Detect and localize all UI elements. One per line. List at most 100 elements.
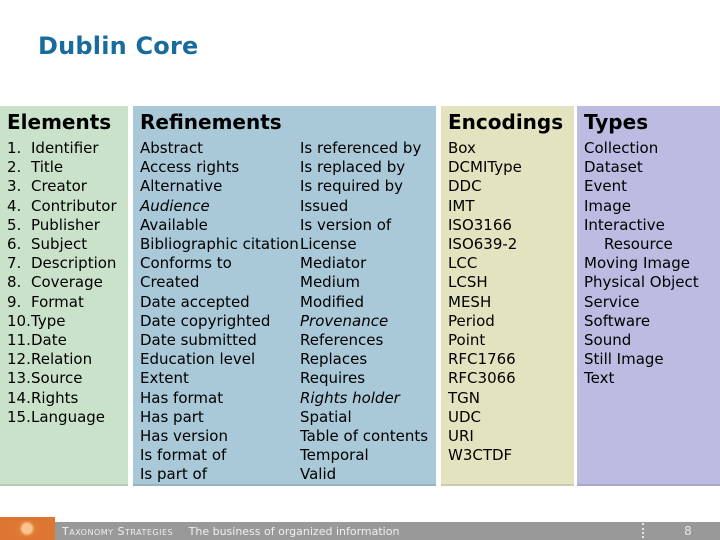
list-item: Image (584, 196, 631, 215)
page-number: 8 (684, 524, 692, 538)
list-item: Point (448, 331, 486, 350)
list-item: Is replaced by (300, 158, 406, 177)
list-item: Mediator (300, 254, 367, 273)
list-item: RFC1766 (448, 350, 516, 369)
list-item: Sound (584, 331, 632, 350)
list-item: RFC3066 (448, 369, 516, 388)
refinements-list-2: Is referenced by Is replaced by Is requi… (300, 139, 436, 485)
list-item: Is format of (140, 446, 227, 465)
list-item: Text (584, 369, 615, 388)
list-item: DCMIType (448, 158, 522, 177)
list-item: 1.Identifier (7, 139, 99, 157)
column-types: Types Collection Dataset Event Image Int… (577, 106, 720, 486)
list-item: Is referenced by (300, 139, 422, 157)
footer-brand: Taxonomy Strategies (62, 525, 174, 538)
list-item: IMT (448, 196, 475, 215)
column-refinements: Refinements Abstract Access rights Alter… (133, 106, 436, 486)
footer-divider (642, 523, 644, 538)
list-item: Interactive Resource (584, 215, 673, 254)
list-item: Conforms to (140, 254, 232, 273)
list-item: Is version of (300, 215, 392, 234)
elements-list: 1.Identifier 2.Title 3.Creator 4.Contrib… (7, 139, 128, 427)
list-item: Box (448, 139, 476, 157)
types-list: Collection Dataset Event Image Interacti… (584, 139, 720, 389)
list-item: Service (584, 292, 640, 311)
list-item: Is required by (300, 177, 404, 196)
list-item: Spatial (300, 407, 352, 426)
column-encodings: Encodings Box DCMIType DDC IMT ISO3166 I… (441, 106, 574, 486)
list-item: 11.Date (7, 331, 67, 350)
list-item: Bibliographic citation (140, 235, 299, 254)
list-item: 12.Relation (7, 350, 93, 369)
list-item: Has format (140, 388, 224, 407)
list-item: Moving Image (584, 254, 690, 273)
list-item: LCC (448, 254, 478, 273)
list-item: Valid (300, 465, 337, 484)
list-item: Is part of (140, 465, 207, 484)
list-item: Replaces (300, 350, 368, 369)
list-item: Audience (140, 196, 210, 215)
list-item: URI (448, 427, 474, 446)
list-item: Physical Object (584, 273, 699, 292)
list-item: Has version (140, 427, 228, 446)
list-item: Extent (140, 369, 189, 388)
column-encodings-header: Encodings (448, 110, 564, 134)
list-item: MESH (448, 292, 492, 311)
column-refinements-header: Refinements (140, 110, 282, 134)
list-item: 10.Type (7, 311, 66, 330)
list-item: DDC (448, 177, 482, 196)
list-item: Created (140, 273, 200, 292)
list-item: TGN (448, 388, 481, 407)
page-title: Dublin Core (38, 32, 199, 61)
list-item: 13.Source (7, 369, 83, 388)
list-item: Still Image (584, 350, 664, 369)
column-elements-header: Elements (7, 110, 112, 134)
list-item: License (300, 235, 357, 254)
list-item: 15.Language (7, 407, 106, 426)
list-item: 3.Creator (7, 177, 87, 196)
list-item: LCSH (448, 273, 488, 292)
footer-tagline: The business of organized information (188, 525, 400, 538)
list-item: Abstract (140, 139, 203, 157)
list-item: Issued (300, 196, 349, 215)
list-item: Table of contents (300, 427, 429, 446)
column-types-header: Types (584, 110, 649, 134)
footer-text: Taxonomy Strategies The business of orga… (62, 523, 399, 540)
list-item: Dataset (584, 158, 643, 177)
taxonomy-strategies-logo-icon (0, 517, 55, 540)
list-item: ISO3166 (448, 215, 512, 234)
refinements-list-1: Abstract Access rights Alternative Audie… (140, 139, 300, 485)
list-item: Software (584, 311, 651, 330)
list-item: Rights holder (300, 388, 400, 407)
list-item: 14.Rights (7, 388, 79, 407)
list-item: Education level (140, 350, 256, 369)
list-item: Requires (300, 369, 366, 388)
list-item: 8.Coverage (7, 273, 103, 292)
list-item: Period (448, 311, 495, 330)
list-item: References (300, 331, 384, 350)
list-item: Medium (300, 273, 360, 292)
list-item: Has part (140, 407, 204, 426)
list-item: Event (584, 177, 627, 196)
list-item: 2.Title (7, 158, 64, 177)
list-item: Provenance (300, 311, 389, 330)
list-item: Alternative (140, 177, 223, 196)
list-item: ISO639-2 (448, 235, 518, 254)
list-item: Available (140, 215, 208, 234)
refinements-body: Abstract Access rights Alternative Audie… (140, 139, 436, 485)
list-item: Date copyrighted (140, 311, 271, 330)
column-elements: Elements 1.Identifier 2.Title 3.Creator … (0, 106, 128, 486)
encodings-list: Box DCMIType DDC IMT ISO3166 ISO639-2 LC… (448, 139, 574, 465)
list-item: UDC (448, 407, 482, 426)
list-item: Collection (584, 139, 659, 157)
list-item: Date submitted (140, 331, 257, 350)
list-item: 6.Subject (7, 235, 88, 254)
list-item: Temporal (300, 446, 369, 465)
list-item: 5.Publisher (7, 215, 100, 234)
footer-bar (0, 522, 720, 540)
list-item: 7.Description (7, 254, 117, 273)
list-item: W3CTDF (448, 446, 513, 465)
list-item: Date accepted (140, 292, 250, 311)
list-item: Modified (300, 292, 365, 311)
